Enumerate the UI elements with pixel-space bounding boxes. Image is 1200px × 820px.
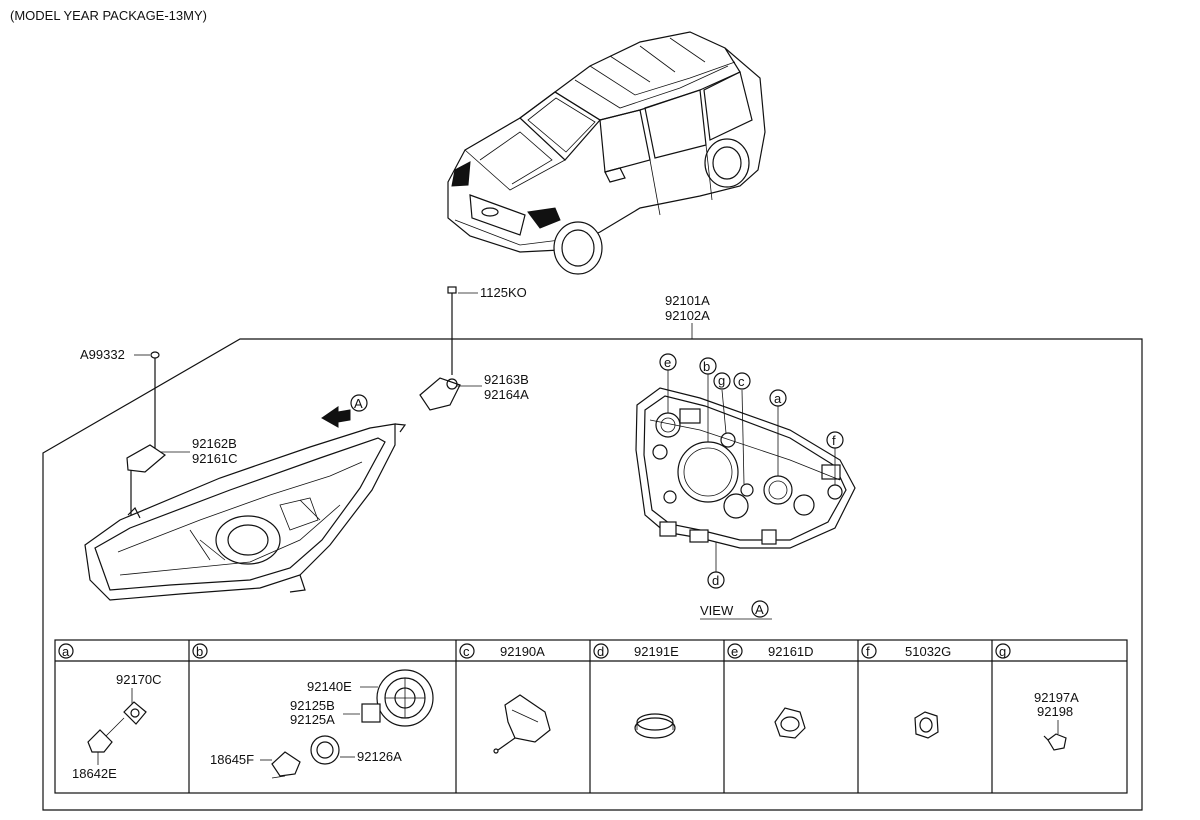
part-92191e: 92191E xyxy=(634,644,679,659)
rear-marker-f: f xyxy=(826,431,844,449)
cell-d-part xyxy=(634,713,676,739)
cell-d-header: d 92191E xyxy=(593,643,679,659)
svg-text:c: c xyxy=(463,644,470,659)
part-92125a: 92125A xyxy=(290,712,335,727)
svg-text:d: d xyxy=(597,644,604,659)
callout-92161c: 92161C xyxy=(192,451,238,466)
part-92197a: 92197A xyxy=(1034,690,1079,705)
cell-e-part xyxy=(774,707,806,739)
view-a-marker: A xyxy=(755,602,764,617)
svg-text:f: f xyxy=(866,644,870,659)
headlamp-rear-view xyxy=(635,370,856,572)
part-92170c: 92170C xyxy=(116,672,162,687)
part-18642e: 18642E xyxy=(72,766,117,781)
rear-marker-e: e xyxy=(659,353,677,371)
svg-text:g: g xyxy=(999,644,1006,659)
bracket-right xyxy=(419,377,482,411)
bolt-1125ko xyxy=(447,286,478,375)
cell-g-parts: 92197A 92198 xyxy=(1034,690,1079,751)
callout-92102a: 92102A xyxy=(665,308,710,323)
cell-c-part xyxy=(493,694,551,754)
svg-text:c: c xyxy=(738,374,745,389)
svg-text:b: b xyxy=(703,359,710,374)
callout-a99332: A99332 xyxy=(80,347,125,362)
arrow-marker-a: A xyxy=(354,396,363,411)
cell-c-header: c 92190A xyxy=(459,643,545,659)
rear-marker-d: d xyxy=(707,571,725,589)
svg-text:d: d xyxy=(712,573,719,588)
callout-1125ko: 1125KO xyxy=(480,285,527,300)
part-92198: 92198 xyxy=(1037,704,1073,719)
view-direction-arrow: A xyxy=(321,394,368,428)
part-92190a: 92190A xyxy=(500,644,545,659)
part-92161d: 92161D xyxy=(768,644,814,659)
callout-92101a: 92101A xyxy=(665,293,710,308)
cell-b-header: b xyxy=(192,643,208,659)
part-92125b: 92125B xyxy=(290,698,335,713)
svg-text:a: a xyxy=(62,644,70,659)
cell-a-header: a xyxy=(58,643,74,659)
svg-text:e: e xyxy=(731,644,738,659)
svg-text:b: b xyxy=(196,644,203,659)
bracket-left xyxy=(126,444,190,515)
package-note: (MODEL YEAR PACKAGE-13MY) xyxy=(10,8,207,23)
view-a-label: VIEW xyxy=(700,603,734,618)
rear-marker-a: a xyxy=(769,389,787,407)
part-92126a: 92126A xyxy=(357,749,402,764)
cell-f-header: f 51032G xyxy=(861,643,951,659)
part-51032g: 51032G xyxy=(905,644,951,659)
rear-marker-c: c xyxy=(733,372,751,390)
cell-b-parts: 92140E 92125B 92125A 18645F 92126A xyxy=(210,669,434,779)
svg-text:g: g xyxy=(718,373,725,388)
callout-92163b: 92163B xyxy=(484,372,529,387)
part-92140e: 92140E xyxy=(307,679,352,694)
diagram-frame xyxy=(42,338,1143,811)
callout-92162b: 92162B xyxy=(192,436,237,451)
svg-text:e: e xyxy=(664,355,671,370)
vehicle-illustration xyxy=(447,31,766,275)
cell-e-header: e 92161D xyxy=(727,643,814,659)
parts-table xyxy=(54,639,1128,794)
rear-marker-b: b xyxy=(699,357,717,375)
cell-g-header: g xyxy=(995,643,1011,659)
screw-a99332 xyxy=(150,351,160,448)
part-18645f: 18645F xyxy=(210,752,254,767)
cell-f-part xyxy=(914,711,939,739)
headlamp-assembly xyxy=(84,423,407,601)
svg-text:a: a xyxy=(774,391,782,406)
svg-text:f: f xyxy=(832,433,836,448)
cell-a-parts: 92170C 18642E xyxy=(72,672,162,781)
callout-92164a: 92164A xyxy=(484,387,529,402)
rear-marker-g: g xyxy=(713,372,731,390)
